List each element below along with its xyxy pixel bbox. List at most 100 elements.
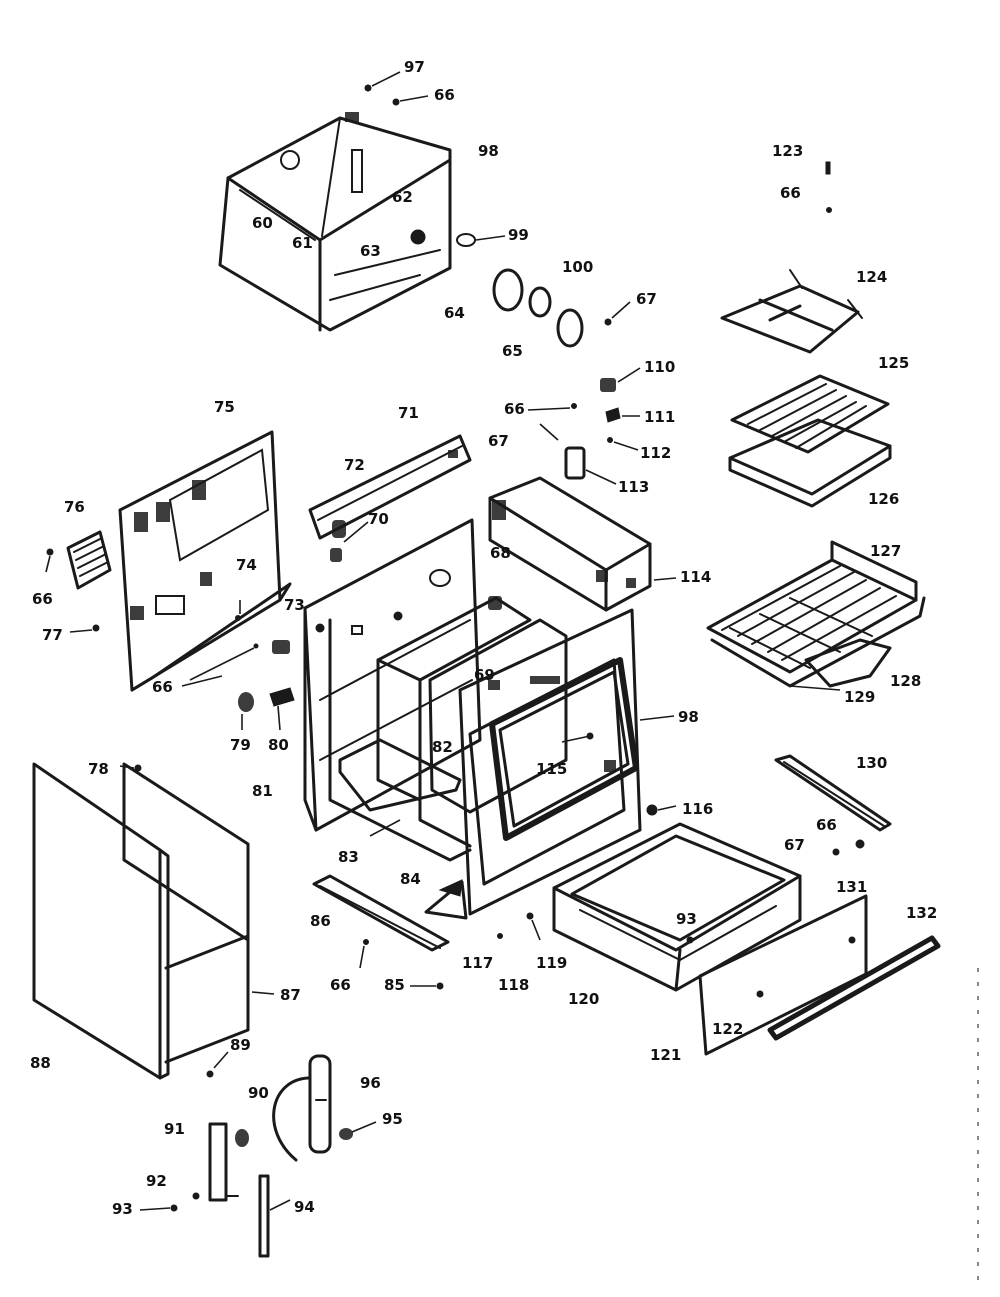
- callout-116: 116: [682, 800, 713, 818]
- callout-73: 73: [284, 596, 305, 614]
- callout-99: 99: [508, 226, 529, 244]
- part-99: [456, 233, 506, 247]
- screw-93-bottom: [139, 1204, 178, 1212]
- callout-90: 90: [248, 1084, 269, 1102]
- screw-92: [192, 1192, 200, 1200]
- callout-66: 66: [504, 400, 525, 418]
- callout-67: 67: [488, 432, 509, 450]
- screw-119: [526, 912, 541, 941]
- callout-94: 94: [294, 1198, 315, 1216]
- callout-76: 76: [64, 498, 85, 516]
- callout-89: 89: [230, 1036, 251, 1054]
- vent-76: [66, 530, 112, 590]
- callout-111: 111: [644, 408, 675, 426]
- callout-66: 66: [434, 86, 455, 104]
- screw-118: [497, 933, 503, 939]
- screw-116: [646, 804, 677, 816]
- screw-66-top: [392, 95, 429, 106]
- bracket-91: [208, 1122, 239, 1202]
- callout-119: 119: [536, 954, 567, 972]
- part-72: [332, 520, 346, 538]
- screw-74: [235, 600, 241, 621]
- callout-79: 79: [230, 736, 251, 754]
- part-70: [330, 521, 369, 562]
- callout-67: 67: [636, 290, 657, 308]
- callout-93: 93: [112, 1200, 133, 1218]
- part-112: [607, 437, 639, 451]
- part-83: [338, 738, 462, 837]
- screw-97: [364, 71, 401, 92]
- callout-66: 66: [330, 976, 351, 994]
- callout-118: 118: [498, 976, 529, 994]
- callout-112: 112: [640, 444, 671, 462]
- rack-128: [710, 596, 926, 688]
- callout-129: 129: [844, 688, 875, 706]
- callout-82: 82: [432, 738, 453, 756]
- callout-66: 66: [780, 184, 801, 202]
- screw-66-right-low: [832, 848, 840, 856]
- callout-64: 64: [444, 304, 465, 322]
- callout-78: 78: [88, 760, 109, 778]
- callout-117: 117: [462, 954, 493, 972]
- screw-66-bottom: [359, 939, 369, 969]
- callout-114: 114: [680, 568, 711, 586]
- screw-66-cluster: [181, 643, 259, 687]
- callout-60: 60: [252, 214, 273, 232]
- part-113: [564, 446, 617, 485]
- callout-70: 70: [368, 510, 389, 528]
- callout-80: 80: [268, 736, 289, 754]
- side-panel-88: [32, 762, 170, 1080]
- callouts: 97 66 98 62 60 61 63 99 100 64 65 67 123…: [30, 58, 937, 1218]
- callout-96: 96: [360, 1074, 381, 1092]
- screw-77: [69, 624, 100, 633]
- oven-body-frame-81: [303, 518, 482, 862]
- part-84: [424, 879, 468, 920]
- knob-90: [235, 1129, 249, 1147]
- strip-94: [258, 1174, 291, 1258]
- broil-bracket-124: [720, 269, 863, 354]
- trim-strip-130: [774, 754, 892, 832]
- oven-liner-top: [218, 112, 452, 332]
- callout-72: 72: [344, 456, 365, 474]
- callout-121: 121: [650, 1046, 681, 1064]
- callout-66: 66: [816, 816, 837, 834]
- bracket-86: [312, 874, 450, 952]
- callout-127: 127: [870, 542, 901, 560]
- leader-129: [789, 685, 841, 691]
- callout-91: 91: [164, 1120, 185, 1138]
- broiler-pan-126: [728, 418, 892, 508]
- callout-69: 69: [474, 666, 495, 684]
- callout-98: 98: [678, 708, 699, 726]
- oven-rack-127: [706, 540, 918, 674]
- part-80: [269, 687, 295, 731]
- drawer-handle-132: [767, 935, 941, 1041]
- callout-61: 61: [292, 234, 313, 252]
- callout-86: 86: [310, 912, 331, 930]
- callout-71: 71: [398, 404, 419, 422]
- callout-124: 124: [856, 268, 887, 286]
- callout-115: 115: [536, 760, 567, 778]
- top-trim-71: [308, 434, 472, 540]
- callout-83: 83: [338, 848, 359, 866]
- callout-132: 132: [906, 904, 937, 922]
- callout-100: 100: [562, 258, 593, 276]
- part-111: [605, 407, 640, 423]
- callout-84: 84: [400, 870, 421, 888]
- screw-85: [410, 982, 444, 990]
- part-65-ring: [556, 308, 584, 348]
- callout-98: 98: [478, 142, 499, 160]
- part-73: [272, 640, 290, 654]
- leader-98: [639, 715, 675, 721]
- screw-66-left: [45, 548, 54, 573]
- part-100-ring: [528, 286, 552, 318]
- callout-66: 66: [32, 590, 53, 608]
- screw-66-right: [826, 207, 832, 213]
- callout-95: 95: [382, 1110, 403, 1128]
- callout-63: 63: [360, 242, 381, 260]
- oven-door-window-82: [489, 657, 639, 841]
- callout-87: 87: [280, 986, 301, 1004]
- callout-126: 126: [868, 490, 899, 508]
- screw-89: [206, 1051, 229, 1078]
- callout-65: 65: [502, 342, 523, 360]
- callout-97: 97: [404, 58, 425, 76]
